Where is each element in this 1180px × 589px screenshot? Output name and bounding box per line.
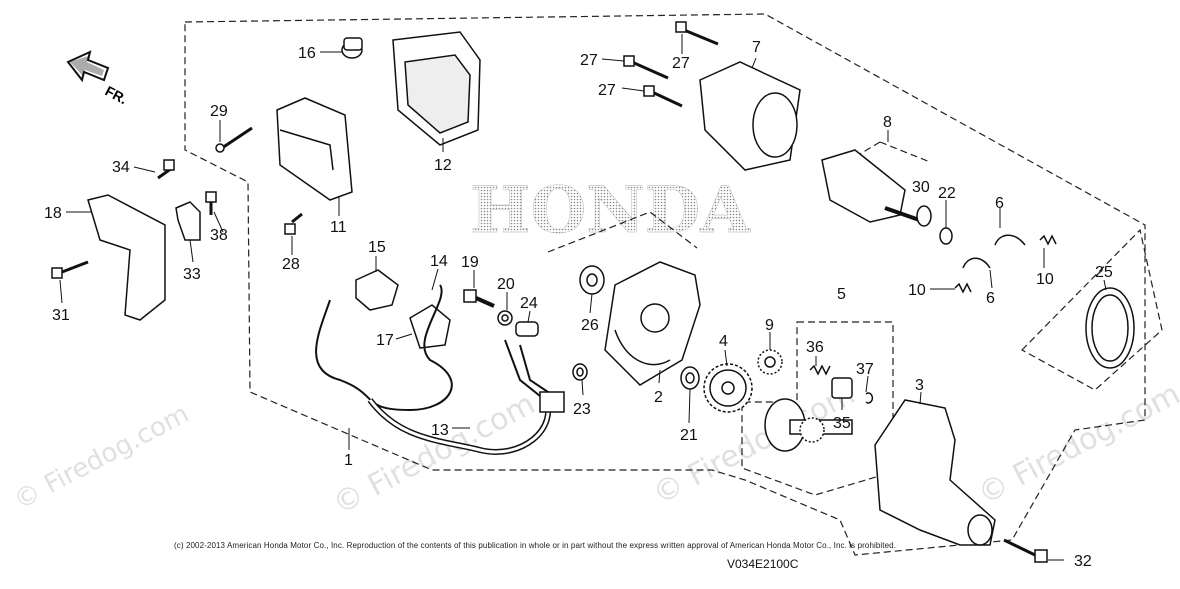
callout-11: 11 xyxy=(330,219,347,236)
callout-3: 3 xyxy=(915,377,924,394)
part-2-end-plate xyxy=(604,261,701,386)
callout-24: 24 xyxy=(520,295,538,312)
part-28-bolt xyxy=(284,212,303,235)
callout-27a: 27 xyxy=(580,52,598,69)
callout-25: 25 xyxy=(1095,264,1113,281)
callout-32: 32 xyxy=(1074,553,1092,570)
callout-5: 5 xyxy=(837,286,846,303)
part-24-sleeve xyxy=(515,321,539,337)
callout-18: 18 xyxy=(44,205,62,222)
part-6-brushes xyxy=(962,234,1026,269)
part-31-bolt xyxy=(51,260,89,279)
part-20-nut xyxy=(497,310,513,326)
part-15-relay xyxy=(355,269,399,311)
part-29-bolt xyxy=(215,126,253,153)
callout-9: 9 xyxy=(765,317,774,334)
callout-36: 36 xyxy=(806,339,824,356)
front-label: FR. xyxy=(103,83,130,108)
callout-31: 31 xyxy=(52,307,70,324)
part-34-bolt xyxy=(157,159,175,180)
callout-28: 28 xyxy=(282,256,300,273)
callout-37: 37 xyxy=(856,361,874,378)
callout-30: 30 xyxy=(912,179,930,196)
callout-14: 14 xyxy=(430,253,448,270)
callout-22: 22 xyxy=(938,185,956,202)
callout-15: 15 xyxy=(368,239,386,256)
callout-10a: 10 xyxy=(1036,271,1054,288)
part-12-box xyxy=(392,31,481,146)
part-4-gear xyxy=(703,363,753,413)
callout-20: 20 xyxy=(497,276,515,293)
callout-10b: 10 xyxy=(908,282,926,299)
callout-17: 17 xyxy=(376,332,394,349)
part-19-bolt xyxy=(463,289,495,308)
callout-23: 23 xyxy=(573,401,591,418)
watermark: © Firedog.com xyxy=(647,376,860,512)
callout-16: 16 xyxy=(298,45,316,62)
callout-27b: 27 xyxy=(598,82,616,99)
part-26-bearing xyxy=(579,265,605,295)
callout-27c: 27 xyxy=(672,55,690,72)
part-11-cover xyxy=(276,97,353,201)
assembly-outline xyxy=(184,13,1163,556)
part-32-bolt xyxy=(1003,538,1048,563)
callout-13: 13 xyxy=(431,422,449,439)
part-25-o-ring xyxy=(1085,287,1135,369)
part-36-spring xyxy=(809,364,831,376)
terminal-wires xyxy=(504,339,565,413)
copyright-notice: (c) 2002-2013 American Honda Motor Co., … xyxy=(174,541,897,550)
part-33-clip xyxy=(175,201,201,241)
brand-watermark: HONDA xyxy=(470,173,751,248)
leader-lines xyxy=(59,34,1107,561)
callout-33: 33 xyxy=(183,266,201,283)
part-18-bracket xyxy=(87,194,166,321)
callout-21: 21 xyxy=(680,427,698,444)
watermark: © Firedog.com xyxy=(972,376,1180,512)
callout-29: 29 xyxy=(210,103,228,120)
part-27-bolts xyxy=(623,21,719,108)
watermark: © Firedog.com xyxy=(9,399,194,516)
part-17-unit xyxy=(409,304,451,349)
callout-6a: 6 xyxy=(995,195,1004,212)
part-38-bolt xyxy=(205,191,217,215)
callout-2: 2 xyxy=(654,389,663,406)
diagram-code: V034E2100C xyxy=(727,557,799,571)
callout-26: 26 xyxy=(581,317,599,334)
callout-35: 35 xyxy=(833,415,851,432)
front-direction-arrow: FR. xyxy=(66,50,130,108)
part-30-washer xyxy=(916,205,932,227)
part-21-washer xyxy=(680,366,700,390)
pinion-shaft xyxy=(764,398,853,452)
callout-38: 38 xyxy=(210,227,228,244)
callout-1: 1 xyxy=(344,452,353,469)
part-35-collar xyxy=(831,377,853,399)
part-7-yoke xyxy=(699,61,801,171)
callout-19: 19 xyxy=(461,254,479,271)
part-10-springs xyxy=(954,234,1057,294)
callout-6b: 6 xyxy=(986,290,995,307)
watermark-group: © Firedog.com © Firedog.com © Firedog.co… xyxy=(9,376,1180,522)
part-9-gear xyxy=(757,349,783,375)
part-1-harness xyxy=(315,284,552,455)
part-37-clip xyxy=(865,392,874,404)
part-16-cap xyxy=(341,37,363,59)
callout-7: 7 xyxy=(752,39,761,56)
callout-4: 4 xyxy=(719,333,728,350)
callout-8: 8 xyxy=(883,114,892,131)
callout-12: 12 xyxy=(434,157,452,174)
callout-labels: 1 2 3 4 5 6 6 7 8 9 10 10 11 12 13 14 15… xyxy=(44,39,1113,570)
part-8-armature xyxy=(821,149,926,224)
part-23-washer xyxy=(572,363,588,381)
callout-34: 34 xyxy=(112,159,130,176)
part-3-housing xyxy=(874,399,996,546)
part-22-washer xyxy=(939,227,953,245)
